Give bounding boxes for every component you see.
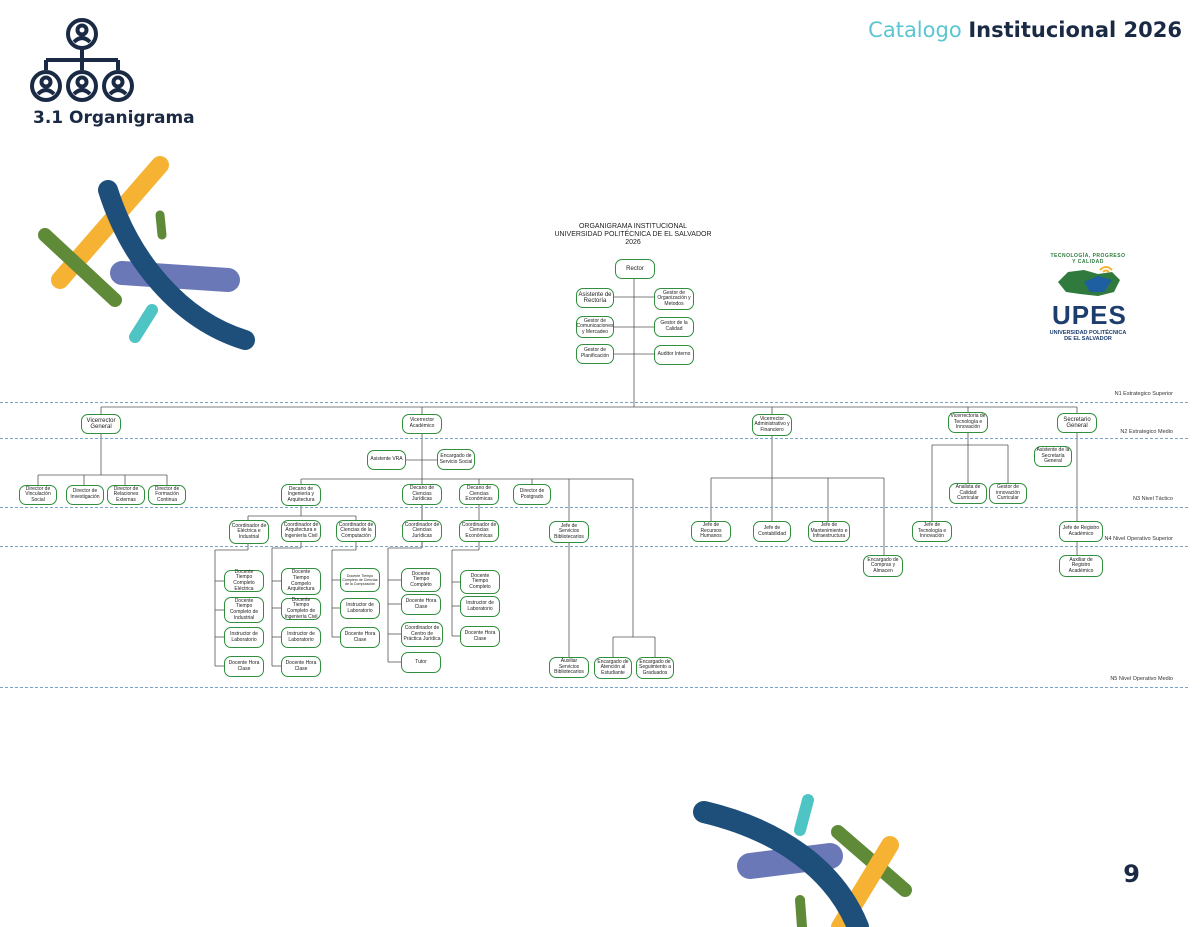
logo-subtitle: UNIVERSIDAD POLITÉCNICA DE EL SALVADOR <box>1049 330 1127 342</box>
node-docente-hc-economicas: Docente Hora Clase <box>460 626 500 647</box>
node-docente-tc-economicas: Docente Tiempo Completo <box>460 570 500 594</box>
level-line-n5 <box>0 687 1188 688</box>
node-rector: Rector <box>615 259 655 279</box>
node-decano-juridicas: Decano de Ciencias Jurídicas <box>402 484 442 505</box>
node-director-formacion: Director de Formación Continua <box>148 485 186 505</box>
node-encargado-graduados: Encargado de Seguimiento a Graduados <box>636 657 674 679</box>
node-coord-economicas: Coordinador de Ciencias Económicas <box>459 520 499 542</box>
node-coord-juridicas: Coordinador de Ciencias Jurídicas <box>402 520 442 542</box>
node-secretario-general: Secretario General <box>1057 413 1097 433</box>
node-vicerrector-academico: Vicerrector Académico <box>402 414 442 434</box>
org-chart-title-line-1: ORGANIGRAMA INSTITUCIONAL <box>578 223 688 230</box>
node-docente-tc-industrial: Docente Tiempo Completo de Industrial <box>224 597 264 623</box>
node-jefe-bibliotecarios: Jefe de Servicios Bibliotecarios <box>549 521 589 543</box>
level-label-n5: N5 Nivel Operativo Medio <box>1110 676 1173 682</box>
node-instructor-lab-3: Instructor de Laboratorio <box>340 598 380 619</box>
node-docente-tc-computacion: Docente Tiempo Completo de Ciencias de l… <box>340 568 380 592</box>
decorative-brushstrokes-top <box>38 156 255 350</box>
node-docente-tc-juridicas: Docente Tiempo Completo <box>401 568 441 592</box>
node-decano-economicas: Decano de Ciencias Económicas <box>459 484 499 505</box>
upes-logo: TECNOLOGÍA, PROGRESO Y CALIDAD UPES UNIV… <box>1040 250 1130 350</box>
level-label-n3: N3 Nivel Táctico <box>1133 496 1173 502</box>
node-tutor: Tutor <box>401 652 441 673</box>
node-instructor-lab-1: Instructor de Laboratorio <box>224 627 264 648</box>
page-number: 9 <box>1123 860 1140 888</box>
catalog-title-light: Catalogo <box>868 18 962 42</box>
level-line-n2 <box>0 438 1188 439</box>
node-coord-practica: Coordinador de Centro de Práctica Jurídi… <box>401 622 443 647</box>
level-label-n1: N1 Estrategico Superior <box>1114 391 1173 397</box>
node-director-vinculacion: Director de Vinculación Social <box>19 485 57 505</box>
node-docente-tc-civil: Docente Tiempo Completo de Ingeniería Ci… <box>281 597 321 620</box>
org-chart-icon <box>30 18 134 102</box>
node-jefe-mantenimiento: Jefe de Mantenimiento e Infraestructura <box>808 521 850 542</box>
node-vicerrectoria-tecnologia: Vicerrectoria de Tecnología e Innovación <box>948 412 988 433</box>
node-docente-hc-3: Docente Hora Clase <box>340 627 380 648</box>
node-gestor-comunicaciones: Gestor de Comunicaciones y Mercadeo <box>576 316 614 338</box>
logo-word: UPES <box>1052 300 1127 330</box>
level-line-n3 <box>0 507 1188 508</box>
node-docente-hc-1: Docente Hora Clase <box>224 656 264 677</box>
node-auxiliar-registro: Auxiliar de Registro Académico <box>1059 555 1103 577</box>
node-coord-computacion: Coordinador de Ciencias de la Computació… <box>336 520 376 542</box>
decorative-brushstrokes-bottom <box>693 794 912 927</box>
node-jefe-contabilidad: Jefe de Contabilidad <box>753 521 791 542</box>
section-label: 3.1 Organigrama <box>33 108 195 128</box>
node-jefe-rrhh: Jefe de Recursos Humanos <box>691 521 731 542</box>
node-gestor-planificacion: Gestor de Planificación <box>576 344 614 364</box>
org-chart-title: ORGANIGRAMA INSTITUCIONAL UNIVERSIDAD PO… <box>533 223 733 247</box>
node-analista-calidad: Analista de Calidad Curricular <box>949 483 987 504</box>
node-decano-ingenieria: Decano de Ingeniería y Arquitectura <box>281 484 321 506</box>
node-gestor-calidad: Gestor de la Calidad <box>654 317 694 337</box>
node-director-relaciones: Director de Relaciones Externas <box>107 485 145 505</box>
org-chart-title-line-3: 2026 <box>625 239 641 246</box>
node-gestor-organizacion: Gestor de Organización y Metodos <box>654 288 694 310</box>
node-jefe-registro: Jefe de Registro Académico <box>1059 521 1103 542</box>
node-auditor-interno: Auditor Interno <box>654 345 694 365</box>
node-asistente-secretaria: Asistente de la Secretaría General <box>1034 446 1072 467</box>
node-vicerrector-general: Vicerrector General <box>81 414 121 434</box>
node-director-investigacion: Director de Investigación <box>66 485 104 505</box>
node-gestor-innovacion: Gestor de innovación Curricular <box>989 483 1027 504</box>
node-instructor-lab-4: Instructor de Laboratorio <box>460 596 500 617</box>
level-label-n4: N4 Nivel Operativo Superior <box>1104 536 1173 542</box>
org-chart-title-line-2: UNIVERSIDAD POLITÉCNICA DE EL SALVADOR <box>554 231 712 238</box>
logo-arc-text: TECNOLOGÍA, PROGRESO Y CALIDAD <box>1050 253 1126 265</box>
node-docente-tc-arquitectura: Docente Tiempo Compelo Arquitectura <box>281 568 321 595</box>
level-line-n4 <box>0 546 1188 547</box>
node-encargado-servicio-social: Encargado de Servicio Social <box>437 449 475 470</box>
node-auxiliar-biblioteca: Auxiliar Servicios Bibliotecarios <box>549 657 589 678</box>
node-docente-tc-electrica: Docente Tiempo Completo Eléctrica <box>224 569 264 592</box>
level-label-n2: N2 Estrategico Medio <box>1120 429 1173 435</box>
node-docente-hc-juridicas: Docente Hora Clase <box>401 594 441 615</box>
node-vicerrector-administrativo: Vicerrector Administrativo y Financiero <box>752 414 792 436</box>
node-coord-arquitectura: Coordinador de Arquitectura e Ingeniería… <box>281 520 321 542</box>
node-jefe-tecnologia: Jefe de Tecnología e Innovación <box>912 521 952 542</box>
node-encargado-compras: Encargado de Compras y Almacen <box>863 555 903 577</box>
node-instructor-lab-2: Instructor de Laboratorio <box>281 627 321 648</box>
node-director-postgrado: Director de Postgrado <box>513 484 551 505</box>
catalog-title: Catalogo Institucional 2026 <box>868 18 1182 42</box>
node-asistente-vra: Asistente VRA <box>367 450 406 470</box>
node-coord-electrica: Coordinador de Eléctrica e Industrial <box>229 520 269 544</box>
node-docente-hc-2: Docente Hora Clase <box>281 656 321 677</box>
node-asistente-rectoria: Asistente de Rectoría <box>576 288 614 308</box>
level-line-n1 <box>0 402 1188 403</box>
catalog-title-bold: Institucional 2026 <box>968 18 1182 42</box>
node-encargado-atencion: Encargado de Atención al Estudiante <box>594 657 632 679</box>
el-salvador-map-icon <box>1058 266 1120 296</box>
